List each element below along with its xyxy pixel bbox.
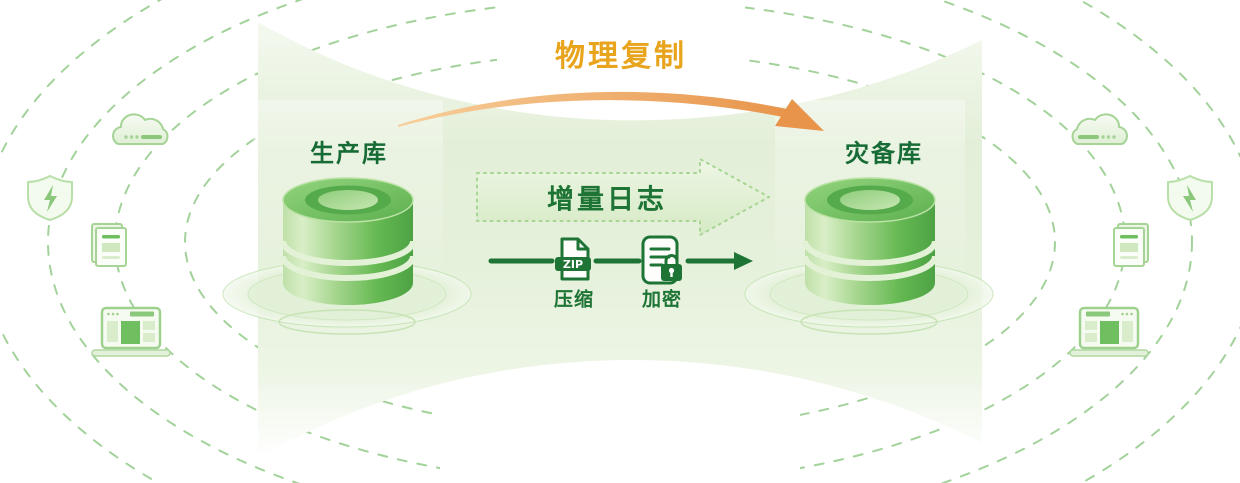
laptop-icon	[1068, 306, 1150, 358]
cloud-icon	[111, 112, 170, 146]
cloud-icon	[1070, 112, 1129, 146]
source-db-label: 生产库	[310, 139, 388, 168]
document-icon	[1113, 223, 1149, 267]
incremental-log-label: 增量日志	[547, 184, 667, 216]
shield-bolt-icon	[27, 175, 73, 221]
encrypt-step-label: 加密	[641, 288, 683, 311]
arc-mask-top	[497, 0, 745, 88]
source-database-cylinder	[283, 178, 413, 305]
incremental-log-arrow-shape	[476, 158, 770, 236]
pipeline-arrowhead	[734, 252, 753, 270]
target-db-label: 灾备库	[845, 139, 923, 168]
physical-replication-arrow	[398, 91, 824, 131]
document-icon	[91, 223, 127, 267]
zip-file-icon: ZIP	[555, 237, 591, 281]
arc-mask-bottom	[440, 362, 800, 483]
encrypted-doc-icon	[641, 235, 682, 285]
target-database-cylinder	[805, 178, 935, 305]
compress-step-label: 压缩	[553, 288, 595, 311]
zip-badge-label: ZIP	[563, 258, 583, 271]
laptop-icon	[90, 306, 172, 358]
shield-bolt-icon	[1167, 175, 1213, 221]
diagram-title: 物理复制	[555, 39, 687, 74]
